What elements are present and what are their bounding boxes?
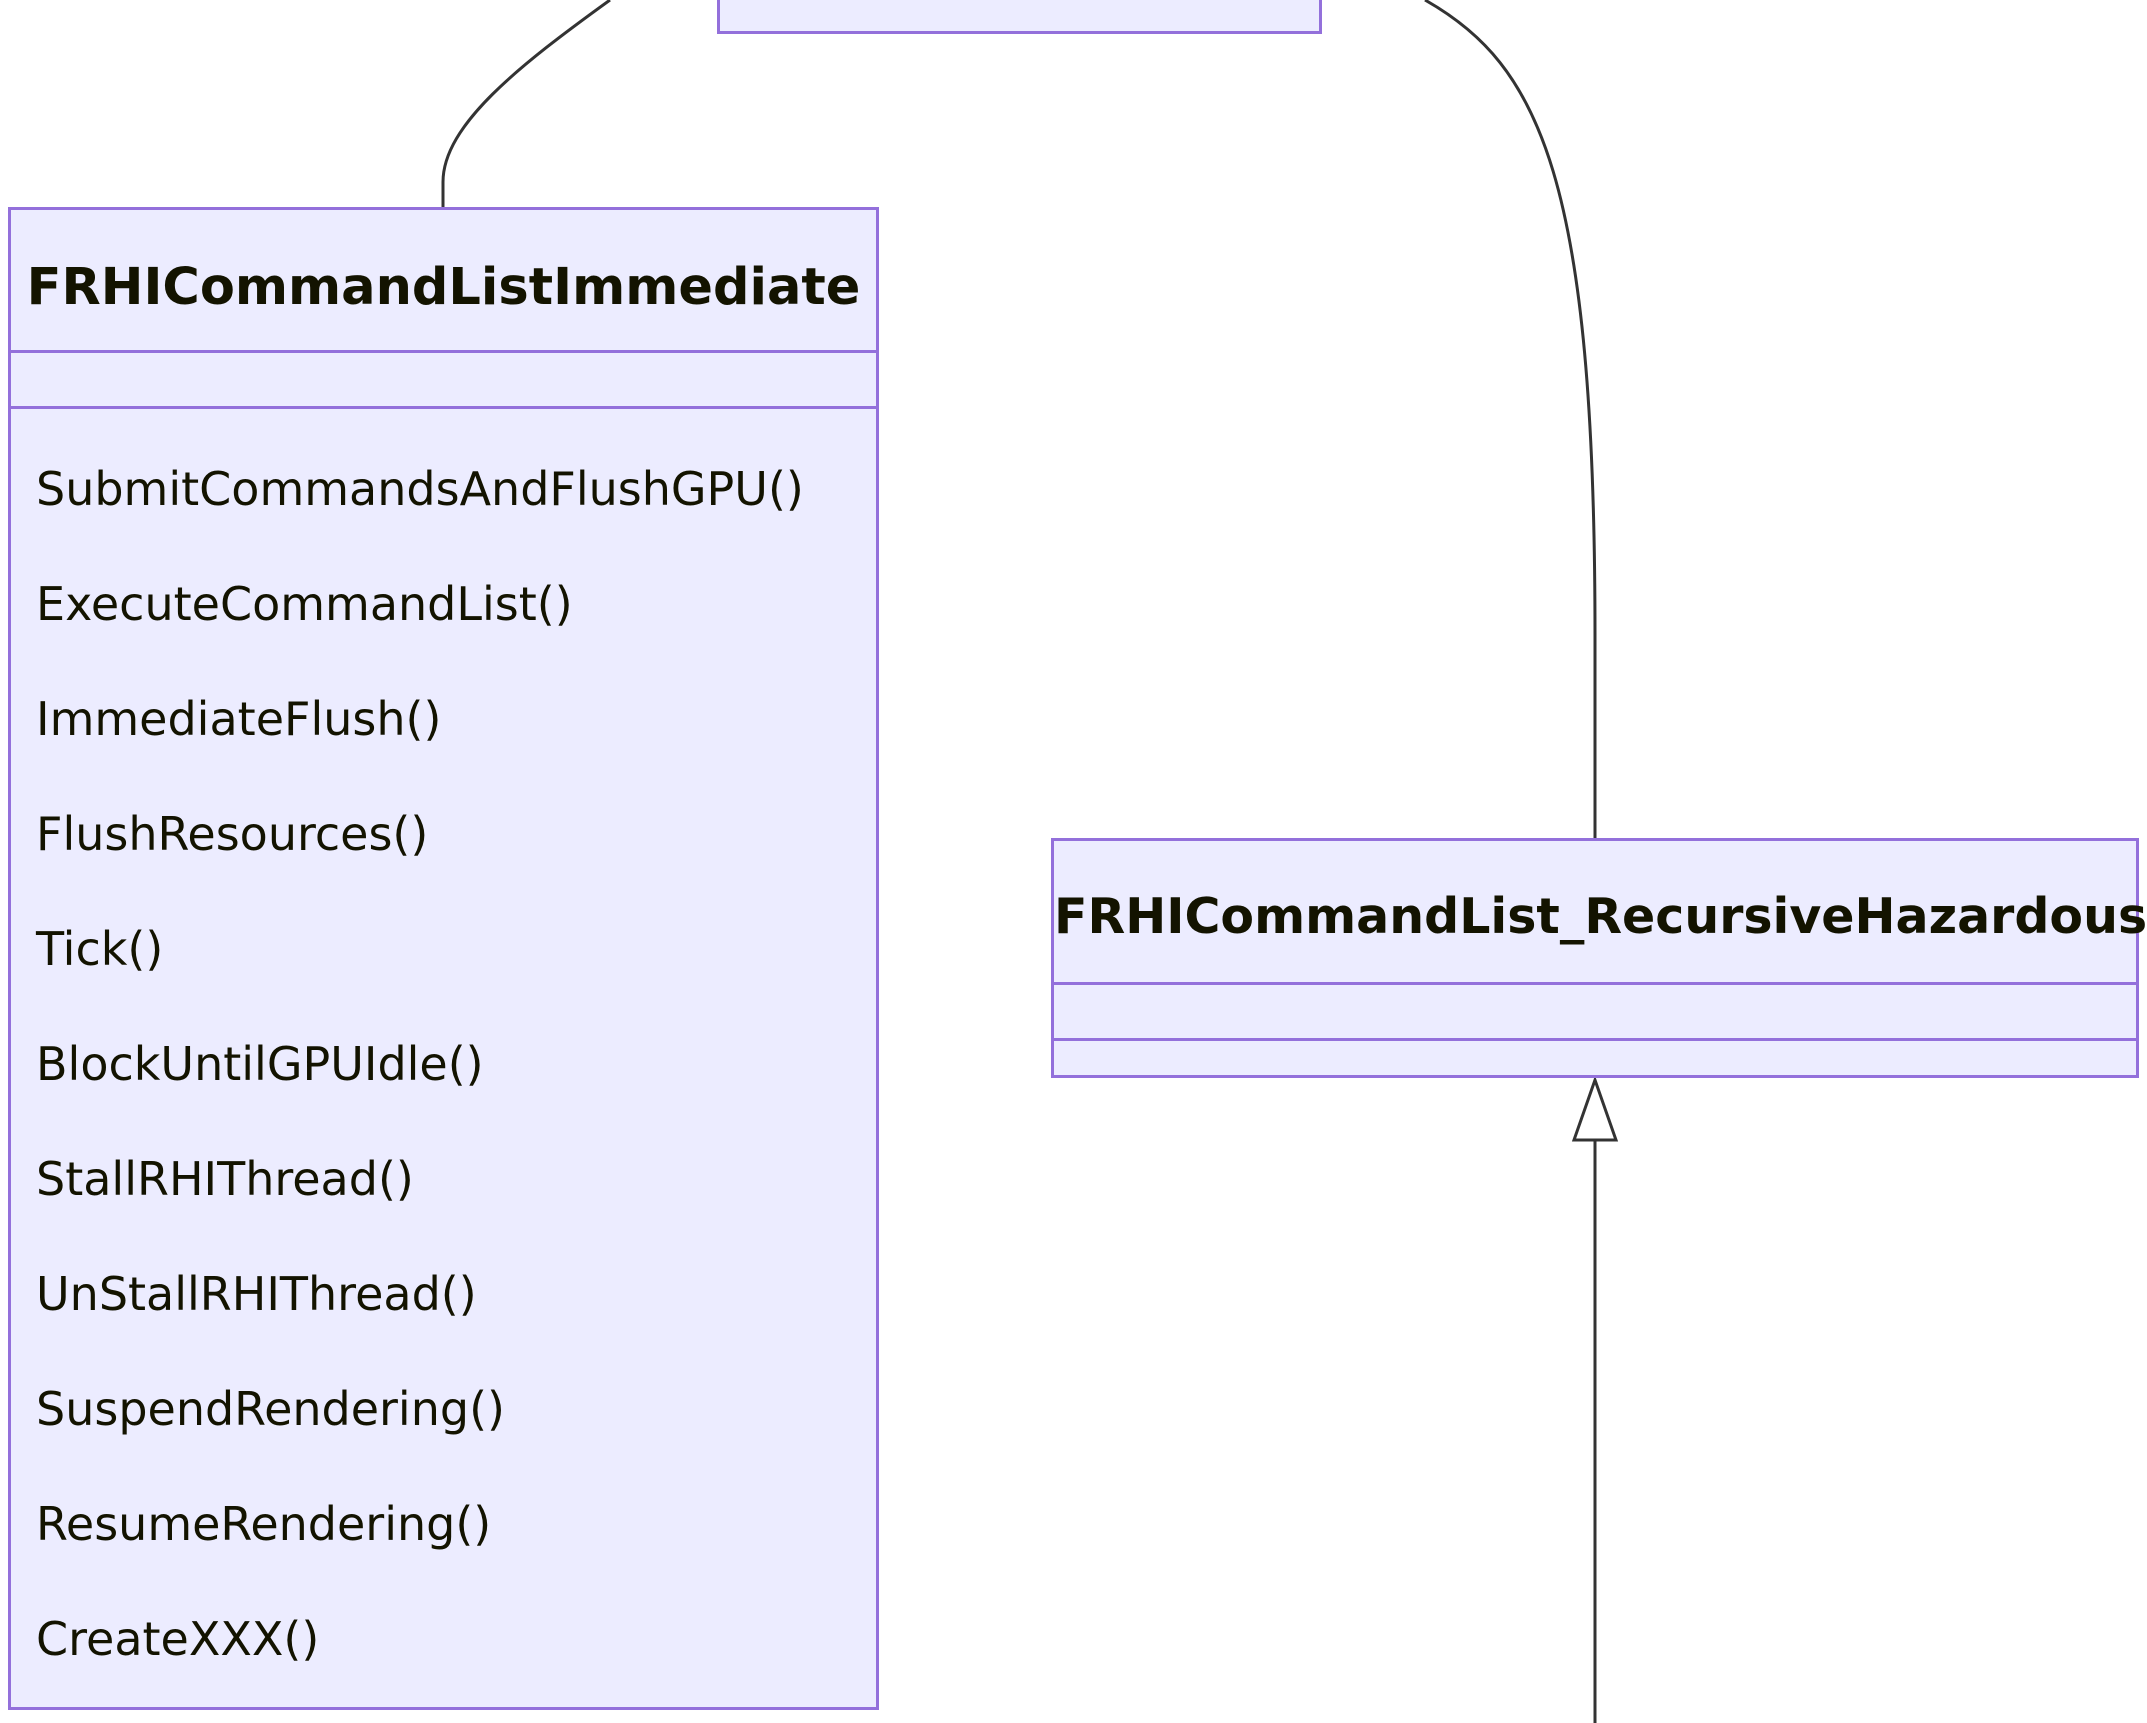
inheritance-arrowhead [1571,1075,1619,1142]
edge-immediate-to-parent [441,0,611,207]
method-item: Tick() [36,922,164,976]
class-box-immediate: FRHICommandListImmediate SubmitCommandsA… [8,207,879,1710]
method-item: StallRHIThread() [36,1152,414,1206]
method-item: SubmitCommandsAndFlushGPU() [36,462,804,516]
class-name-recursive-hazardous: FRHICommandList_RecursiveHazardous [1054,888,2147,945]
method-item: BlockUntilGPUIdle() [36,1037,484,1091]
method-item: ExecuteCommandList() [36,577,573,631]
method-item: UnStallRHIThread() [36,1267,477,1321]
method-item: CreateXXX() [36,1612,320,1666]
method-item: FlushResources() [36,807,429,861]
attributes-divider [11,350,876,353]
edge-recursive-to-parent [1424,0,1597,838]
class-name-immediate: FRHICommandListImmediate [26,258,861,317]
attributes-divider [1054,982,2136,985]
method-item: SuspendRendering() [36,1382,505,1436]
method-item: ResumeRendering() [36,1497,492,1551]
class-box-recursive-hazardous: FRHICommandList_RecursiveHazardous [1051,838,2147,1078]
methods-divider [1054,1038,2136,1041]
method-item: ImmediateFlush() [36,692,442,746]
methods-divider [11,406,876,409]
class-box-parent [717,0,1322,34]
